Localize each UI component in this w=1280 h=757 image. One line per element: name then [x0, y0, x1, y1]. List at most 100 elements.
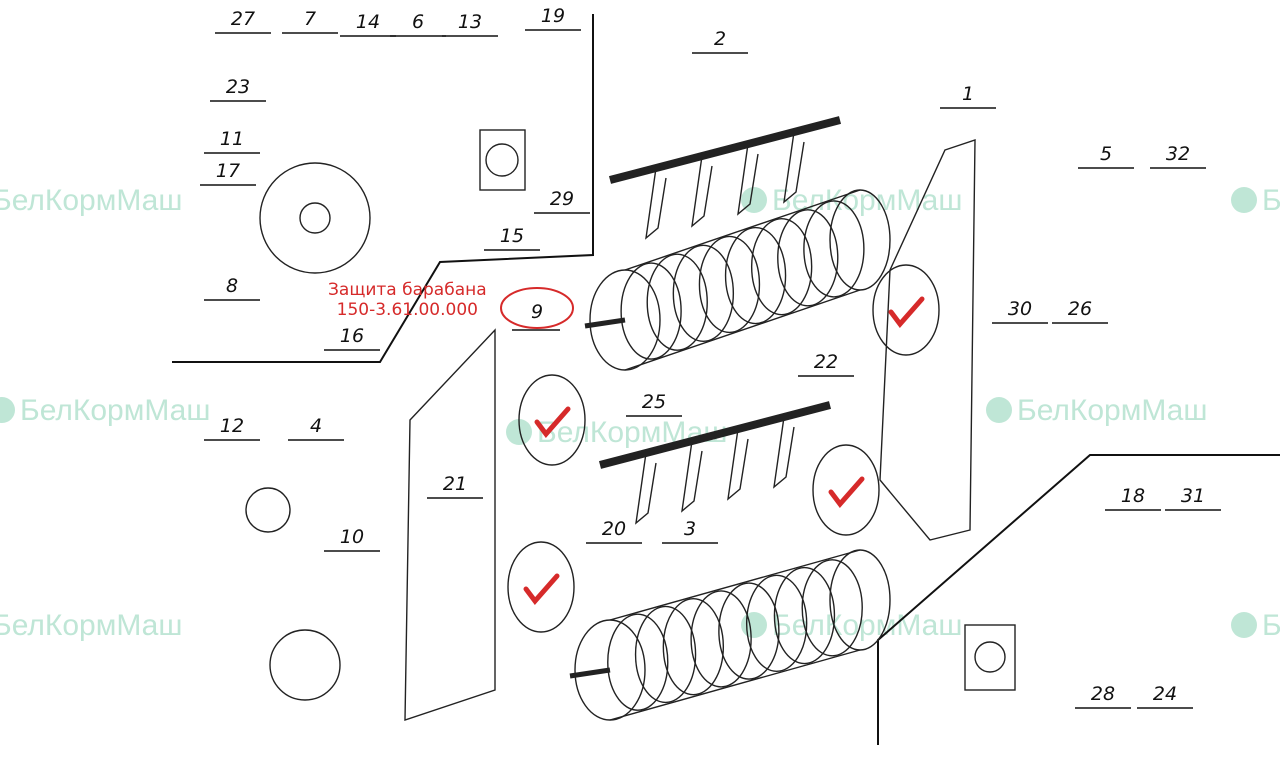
drum-body	[609, 549, 861, 721]
sprocket	[269, 629, 341, 701]
sprocket	[259, 162, 371, 274]
drum-guard	[507, 541, 575, 633]
drum-disc	[698, 235, 761, 334]
part-label: 30	[1008, 298, 1032, 320]
watermark-text: БелКормМаш	[0, 609, 182, 642]
part-label: 24	[1153, 683, 1177, 705]
highlight-circle	[500, 287, 574, 329]
knife-shaft	[598, 401, 832, 469]
part-label: 15	[500, 225, 524, 247]
part-label: 13	[458, 11, 482, 33]
part-label: 11	[220, 128, 244, 150]
sprocket-hub	[299, 202, 331, 234]
drum-disc	[672, 244, 735, 343]
drum-disc	[724, 226, 787, 325]
part-label: 12	[220, 415, 244, 437]
part-label: 16	[340, 325, 364, 347]
watermark-text: БелКормМаш	[1017, 394, 1207, 427]
knife	[681, 440, 703, 513]
watermarks: БелКормМашБелКормМашБелКормМашБелКормМаш…	[0, 184, 1280, 642]
drum-disc	[646, 253, 708, 351]
watermark-gear-icon	[506, 419, 532, 445]
bearing-housing	[479, 129, 526, 191]
watermark-text: БелКормМаш	[0, 184, 182, 217]
part-label: 3	[684, 518, 696, 540]
knife	[691, 155, 713, 228]
drum-disc	[690, 590, 752, 688]
checkmark-icon	[828, 476, 865, 508]
knife	[645, 167, 667, 240]
part-label: 14	[356, 11, 380, 33]
part-label: 10	[340, 526, 364, 548]
parts	[245, 116, 1016, 721]
part-label: 1	[962, 83, 974, 105]
annotation-code: 150-3.61.00.000	[336, 300, 478, 320]
drum-guard	[812, 444, 880, 536]
knife	[773, 416, 795, 489]
watermark-text: БелКормМаш	[20, 394, 210, 427]
part-label: 2	[714, 28, 726, 50]
part-label: 32	[1166, 143, 1190, 165]
drum-body	[624, 189, 861, 371]
drum-disc	[745, 574, 808, 673]
drum-disc	[803, 200, 865, 298]
part-label: 20	[602, 518, 626, 540]
watermark-gear-icon	[1231, 612, 1257, 638]
knife	[737, 143, 759, 216]
knife	[727, 428, 749, 501]
annotation-title: Защита барабана	[328, 280, 487, 300]
part-label: 17	[216, 160, 240, 182]
watermark-text: БелКормМаш	[1262, 184, 1280, 217]
drum-shaft	[569, 667, 611, 679]
watermark-text: БелКормМаш	[1262, 609, 1280, 642]
drum-guard	[872, 264, 940, 356]
watermark-text: БелКормМаш	[537, 416, 727, 449]
annotation-note: Защита барабана 150-3.61.00.000	[328, 280, 487, 320]
watermark-text: БелКормМаш	[772, 609, 962, 642]
part-label: 28	[1091, 683, 1115, 705]
watermark-gear-icon	[0, 397, 15, 423]
knife	[635, 452, 657, 525]
checkmark-icon	[523, 573, 560, 605]
drum-end	[829, 189, 891, 291]
watermark-text: БелКормМаш	[772, 184, 962, 217]
checkmark-icon	[534, 406, 571, 438]
part-label-9: 9	[531, 301, 543, 323]
bearing-housing	[964, 624, 1016, 691]
part-label: 23	[226, 76, 250, 98]
part-label: 8	[226, 275, 238, 297]
drum-disc	[662, 597, 725, 696]
drum-guard	[518, 374, 586, 466]
checkmark-icon	[888, 296, 925, 328]
knife-shaft	[608, 116, 842, 184]
watermark-gear-icon	[986, 397, 1012, 423]
drum-disc	[634, 605, 697, 704]
frame-lines	[172, 14, 1280, 745]
part-label: 25	[642, 391, 666, 413]
drum-end	[829, 549, 891, 651]
part-label: 22	[814, 351, 838, 373]
drum-disc	[777, 209, 839, 307]
part-label: 19	[541, 5, 565, 27]
drum-disc	[607, 613, 669, 711]
watermark-gear-icon	[1231, 187, 1257, 213]
drum-disc	[801, 559, 863, 657]
side-plate	[404, 328, 496, 721]
part-label: 18	[1121, 485, 1145, 507]
part-label: 29	[550, 188, 574, 210]
part-label: 27	[231, 8, 255, 30]
part-label: 31	[1181, 485, 1205, 507]
part-label: 4	[310, 415, 322, 437]
drum-disc	[620, 262, 682, 360]
drum-disc	[773, 566, 836, 665]
watermark-gear-icon	[741, 612, 767, 638]
sprocket	[245, 487, 291, 533]
knife	[783, 131, 805, 204]
drum-disc	[718, 582, 780, 680]
part-label: 7	[304, 8, 316, 30]
part-label: 6	[412, 11, 424, 33]
part-label: 21	[443, 473, 467, 495]
drum-disc	[750, 217, 813, 316]
